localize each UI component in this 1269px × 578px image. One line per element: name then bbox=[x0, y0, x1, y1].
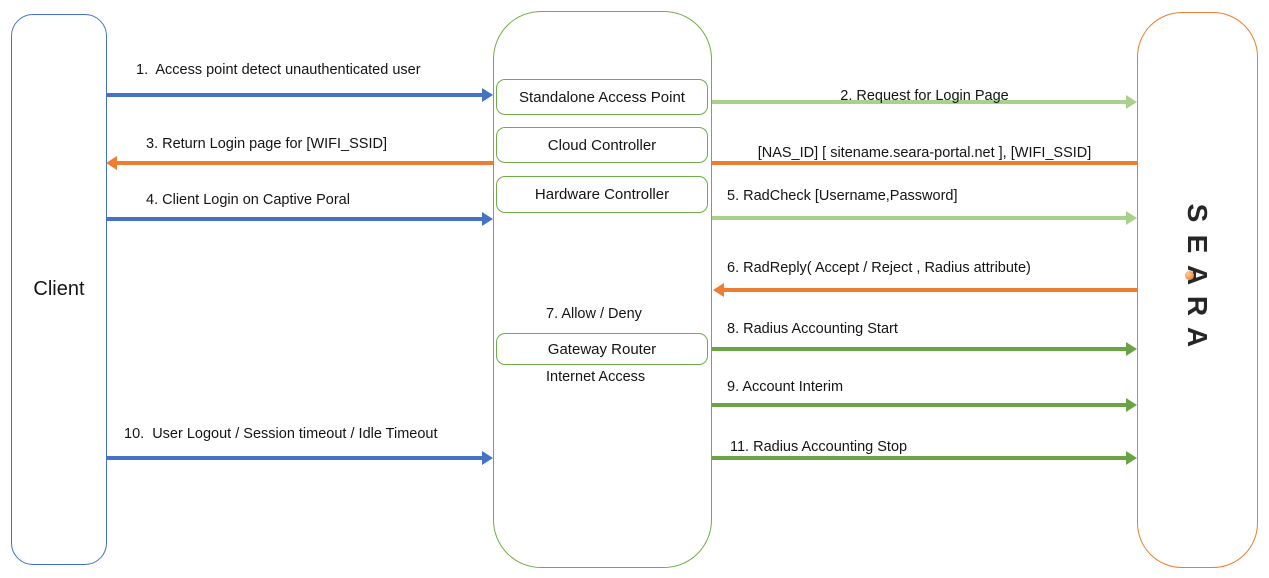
arrow-2-line bbox=[712, 100, 1128, 104]
arrow-5-ap-to-seara bbox=[712, 211, 1137, 225]
arrow-11-line bbox=[710, 456, 1128, 460]
standalone-access-point-label: Standalone Access Point bbox=[519, 88, 685, 106]
arrow-5-line bbox=[712, 216, 1128, 220]
arrow-4-client-to-ap bbox=[106, 212, 493, 226]
allow-deny-internet-access-note: 7. Allow / Deny Internet Access bbox=[546, 262, 645, 430]
arrow-8-line bbox=[712, 347, 1128, 351]
message-2-label: 2. Request for Login Page [NAS_ID] [ sit… bbox=[712, 49, 1137, 201]
seara-logo-letter-a1: A bbox=[1182, 264, 1213, 286]
message-4-label: 4. Client Login on Captive Poral bbox=[146, 192, 350, 208]
arrow-10-line bbox=[106, 456, 484, 460]
arrow-3-head-icon bbox=[106, 156, 117, 170]
message-10-label: 10. User Logout / Session timeout / Idle… bbox=[124, 426, 438, 442]
cloud-controller-label: Cloud Controller bbox=[547, 136, 657, 154]
message-1-label: 1. Access point detect unauthenticated u… bbox=[136, 62, 421, 78]
arrow-9-line bbox=[710, 403, 1128, 407]
arrow-11-router-to-seara bbox=[710, 451, 1137, 465]
message-11-label: 11. Radius Accounting Stop bbox=[730, 439, 908, 455]
message-2-line-2: [NAS_ID] [ sitename.seara-portal.net ], … bbox=[757, 145, 1092, 161]
seara-logo-letter-s: S bbox=[1182, 203, 1213, 223]
arrow-10-head-icon bbox=[482, 451, 493, 465]
gateway-router-box: Gateway Router bbox=[496, 333, 708, 365]
arrow-2-ap-to-seara bbox=[712, 95, 1137, 109]
client-label: Client bbox=[33, 278, 85, 300]
arrow-6-line bbox=[722, 288, 1137, 292]
arrow-10-client-to-ap bbox=[106, 451, 493, 465]
arrow-6-head-icon bbox=[713, 283, 724, 297]
arrow-11-head-icon bbox=[1126, 451, 1137, 465]
hardware-controller-label: Hardware Controller bbox=[534, 186, 670, 203]
message-9-label: 9. Account Interim bbox=[727, 379, 844, 395]
arrow-9-router-to-seara bbox=[710, 398, 1137, 412]
seara-portal-entity-box bbox=[1137, 12, 1258, 568]
client-entity-box: Client bbox=[11, 14, 107, 565]
arrow-9-head-icon bbox=[1126, 398, 1137, 412]
note-7-line-1: 7. Allow / Deny bbox=[546, 306, 642, 322]
hardware-controller-box: Hardware Controller bbox=[496, 176, 708, 213]
arrow-1-head-icon bbox=[482, 88, 493, 102]
seara-logo-letter-a2: A bbox=[1182, 326, 1213, 348]
arrow-8-head-icon bbox=[1126, 342, 1137, 356]
note-7-line-2: Internet Access bbox=[546, 369, 646, 385]
message-2-line-1: 2. Request for Login Page bbox=[840, 88, 1009, 104]
arrow-1-client-to-ap bbox=[106, 88, 493, 102]
seara-logo-orange-dot-icon bbox=[1185, 271, 1194, 280]
message-8-label: 8. Radius Accounting Start bbox=[727, 321, 898, 337]
seara-logo: S E A R A bbox=[1167, 199, 1227, 351]
gateway-router-label: Gateway Router bbox=[547, 340, 657, 358]
arrow-5-head-icon bbox=[1126, 211, 1137, 225]
arrow-2-head-icon bbox=[1126, 95, 1137, 109]
standalone-access-point-box: Standalone Access Point bbox=[496, 79, 708, 115]
arrow-4-head-icon bbox=[482, 212, 493, 226]
seara-logo-letter-r: R bbox=[1182, 295, 1213, 317]
arrow-6-seara-to-ap bbox=[713, 283, 1137, 297]
cloud-controller-box: Cloud Controller bbox=[496, 127, 708, 163]
arrow-4-line bbox=[106, 217, 484, 221]
message-6-label: 6. RadReply( Accept / Reject , Radius at… bbox=[727, 260, 1031, 276]
message-3-label: 3. Return Login page for [WIFI_SSID] bbox=[146, 136, 387, 152]
arrow-1-line bbox=[106, 93, 484, 97]
message-5-label: 5. RadCheck [Username,Password] bbox=[727, 188, 958, 204]
seara-logo-letter-e: E bbox=[1182, 234, 1213, 254]
arrow-8-router-to-seara bbox=[712, 342, 1137, 356]
